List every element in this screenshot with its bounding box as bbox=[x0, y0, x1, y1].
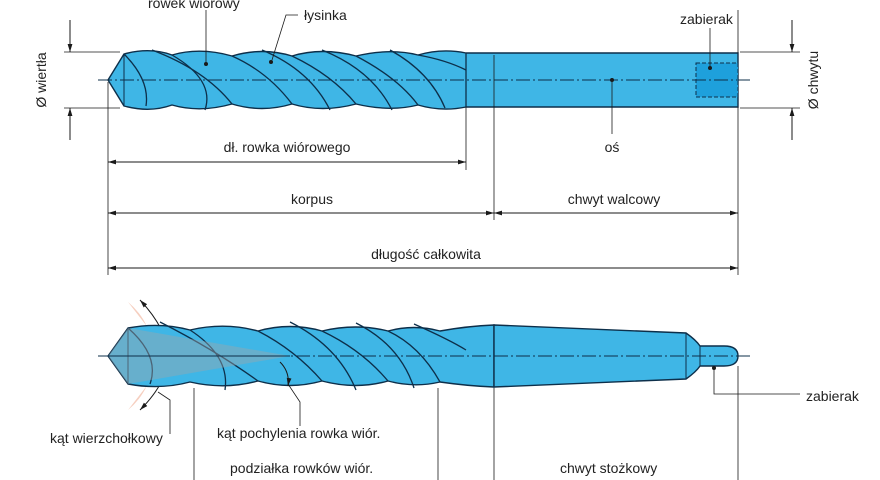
top-drill bbox=[64, 10, 800, 275]
label-helix-angle: kąt pochylenia rowka wiór. bbox=[217, 425, 380, 441]
label-taper-shank: chwyt stożkowy bbox=[560, 460, 657, 476]
label-flute: rowek wiórowy bbox=[148, 0, 240, 11]
label-shank-diameter: Ø chwytu bbox=[805, 51, 821, 109]
label-flute-length: dł. rowka wiórowego bbox=[224, 139, 351, 155]
label-tang-bottom: zabierak bbox=[806, 388, 860, 404]
label-point-angle: kąt wierzchołkowy bbox=[50, 430, 163, 446]
label-land: łysinka bbox=[304, 7, 347, 23]
label-straight-shank: chwyt walcowy bbox=[568, 191, 661, 207]
bottom-drill bbox=[98, 299, 800, 480]
label-tang-top: zabierak bbox=[680, 11, 734, 27]
label-axis: oś bbox=[605, 139, 620, 155]
label-body: korpus bbox=[291, 191, 333, 207]
label-flute-pitch: podziałka rowków wiór. bbox=[230, 460, 373, 476]
label-drill-diameter: Ø wiertła bbox=[33, 52, 49, 107]
label-total-length: długość całkowita bbox=[371, 246, 481, 262]
